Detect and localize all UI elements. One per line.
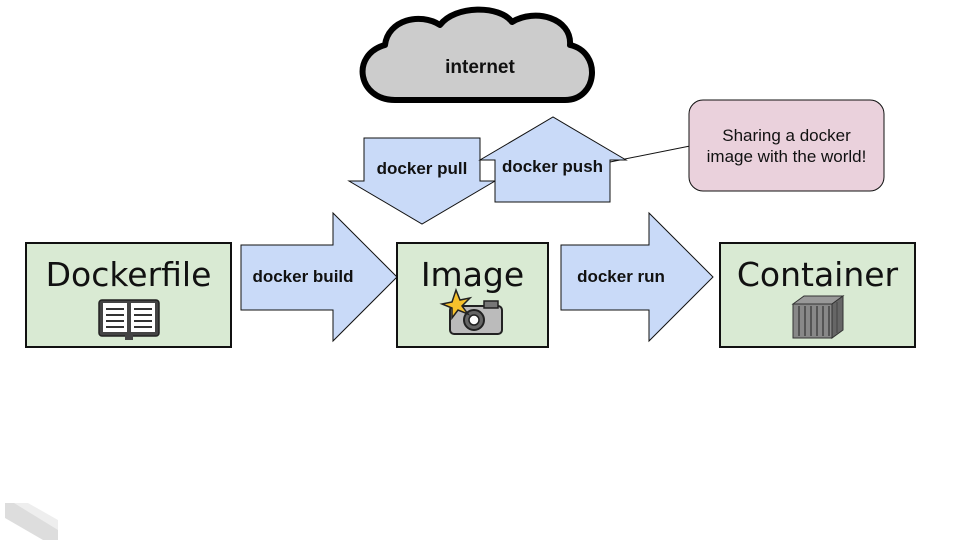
camera-flash-icon <box>439 287 503 335</box>
image-title: Image <box>420 254 525 294</box>
docker-build-label: docker build <box>252 267 354 286</box>
docker-pull-label: docker pull <box>376 159 468 178</box>
book-icon <box>98 299 160 340</box>
docker-push-arrow <box>478 116 628 203</box>
callout-box <box>688 99 885 192</box>
shipping-container-icon <box>791 295 845 339</box>
callout-text: Sharing a docker image with the world! <box>706 126 867 166</box>
docker-run-label: docker run <box>577 267 665 286</box>
docker-push-label: docker push <box>501 157 604 176</box>
slide-logo-mark <box>5 503 58 540</box>
dockerfile-title: Dockerfile <box>45 254 212 294</box>
docker-run-arrow <box>560 211 714 343</box>
container-title: Container <box>736 254 899 294</box>
internet-cloud-shape <box>359 6 595 103</box>
docker-build-arrow <box>240 211 398 343</box>
docker-pull-arrow <box>347 137 497 225</box>
internet-label: internet <box>445 57 515 78</box>
